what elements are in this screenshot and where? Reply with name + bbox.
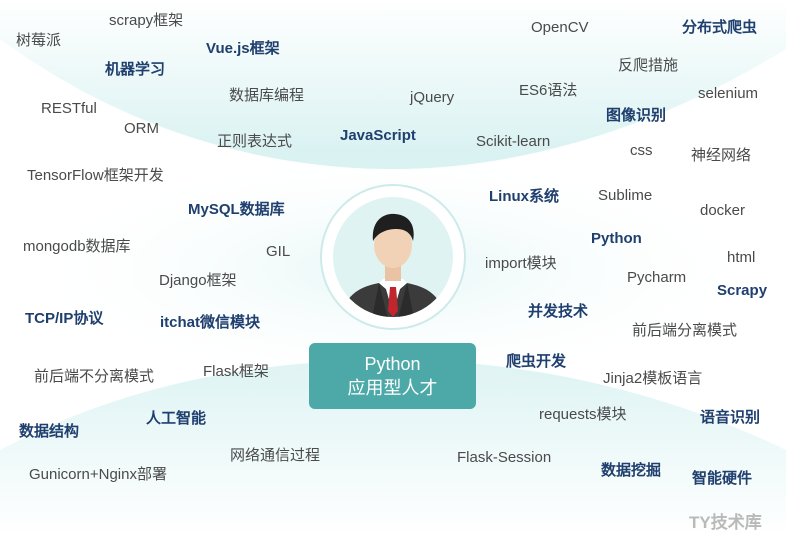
keyword-database-programming: 数据库编程 <box>229 87 305 104</box>
keyword-selenium: selenium <box>698 85 759 102</box>
keyword-orm: ORM <box>124 120 159 137</box>
keyword-jquery: jQuery <box>410 89 455 106</box>
watermark: TY技术库 <box>689 513 762 532</box>
keyword-requests-module: requests模块 <box>539 406 627 423</box>
keyword-django-framework: Django框架 <box>159 272 237 289</box>
keyword-linux-system: Linux系统 <box>489 188 559 205</box>
center-title: Python <box>364 354 421 374</box>
keyword-neural-network: 神经网络 <box>691 147 752 164</box>
keyword-css: css <box>630 142 653 159</box>
keyword-shumeipai: 树莓派 <box>16 32 62 49</box>
person-avatar-icon <box>320 184 466 330</box>
keyword-jinja2: Jinja2模板语言 <box>603 370 703 387</box>
keyword-smart-hardware: 智能硬件 <box>692 470 753 487</box>
keyword-pycharm: Pycharm <box>627 269 687 286</box>
keyword-speech-recognition: 语音识别 <box>700 409 761 426</box>
keyword-import-module: import模块 <box>485 255 557 272</box>
keyword-frontend-backend-not-separated: 前后端不分离模式 <box>34 368 155 385</box>
keyword-es6-syntax: ES6语法 <box>519 82 578 99</box>
center-label: Python 应用型人才 <box>309 343 476 409</box>
keyword-opencv: OpenCV <box>531 19 589 36</box>
keyword-restful: RESTful <box>41 100 97 117</box>
keyword-machine-learning: 机器学习 <box>105 61 166 78</box>
keyword-network-communication: 网络通信过程 <box>230 447 321 464</box>
keyword-image-recognition: 图像识别 <box>606 107 667 124</box>
keyword-regex: 正则表达式 <box>217 133 293 150</box>
keyword-scrapy: Scrapy <box>717 282 768 299</box>
keyword-vuejs-framework: Vue.js框架 <box>206 40 280 57</box>
keyword-gil: GIL <box>266 243 291 260</box>
keyword-concurrency: 并发技术 <box>528 303 589 320</box>
keyword-tcpip-protocol: TCP/IP协议 <box>25 310 104 327</box>
keyword-crawler-dev: 爬虫开发 <box>506 353 567 370</box>
keyword-gunicorn-nginx: Gunicorn+Nginx部署 <box>29 466 167 483</box>
keyword-ai: 人工智能 <box>146 410 207 427</box>
keyword-distributed-crawler: 分布式爬虫 <box>682 19 758 36</box>
keyword-html: html <box>727 249 756 266</box>
keyword-tensorflow: TensorFlow框架开发 <box>27 167 164 184</box>
keyword-frontend-backend-separated: 前后端分离模式 <box>632 322 738 339</box>
keyword-javascript: JavaScript <box>340 127 416 144</box>
keyword-sublime: Sublime <box>598 187 653 204</box>
keyword-flask-session: Flask-Session <box>457 449 552 466</box>
keyword-anti-crawl: 反爬措施 <box>618 57 679 74</box>
keyword-scikit-learn: Scikit-learn <box>476 133 551 150</box>
keyword-docker: docker <box>700 202 746 219</box>
keyword-itchat-module: itchat微信模块 <box>160 314 261 331</box>
center-subtitle: 应用型人才 <box>347 378 438 398</box>
keyword-flask-framework: Flask框架 <box>203 363 269 380</box>
keyword-scrapy-framework: scrapy框架 <box>109 12 184 29</box>
keyword-mysql-database: MySQL数据库 <box>188 201 285 218</box>
keyword-mongodb-database: mongodb数据库 <box>23 238 131 255</box>
keyword-python: Python <box>591 230 642 247</box>
keyword-data-mining: 数据挖掘 <box>601 462 662 479</box>
keyword-data-structures: 数据结构 <box>19 423 80 440</box>
